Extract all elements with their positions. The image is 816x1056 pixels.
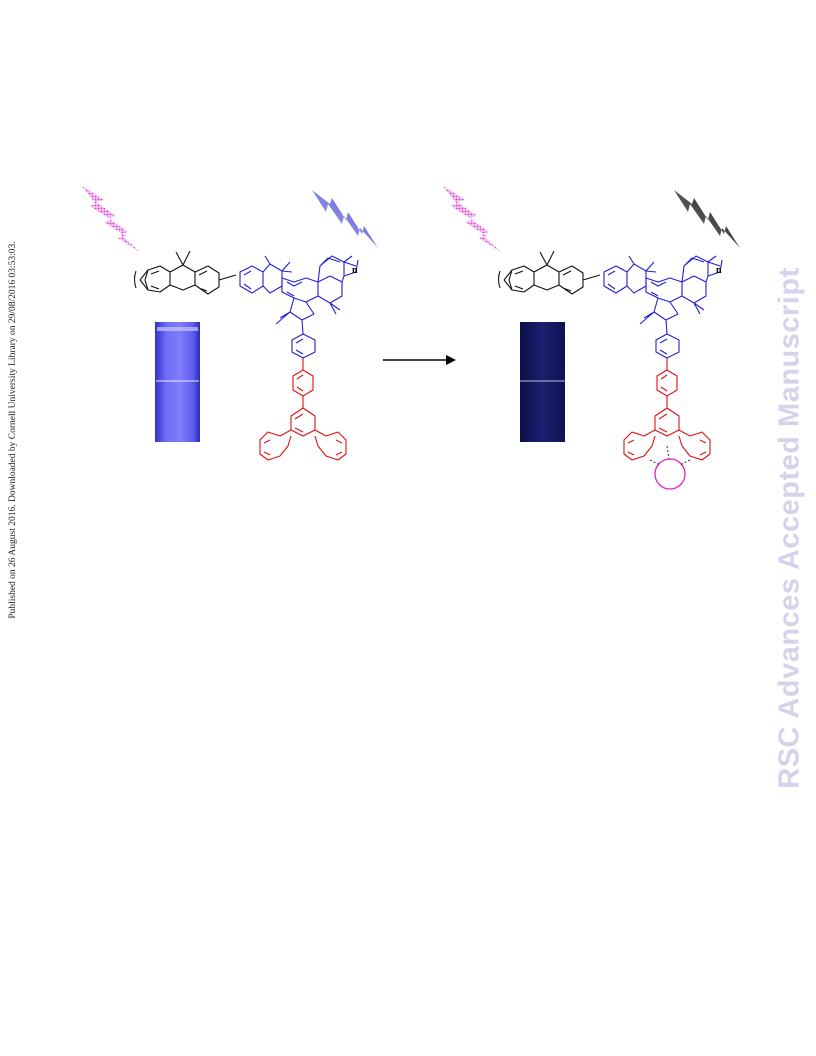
blue-emission-lightning (312, 190, 378, 248)
quenched-emission-lightning (674, 190, 740, 248)
uv-lightning-right (443, 186, 501, 252)
metal-ion (649, 445, 691, 490)
reaction-arrow (383, 355, 456, 365)
vial-fluorescent (155, 322, 200, 442)
vial-quenched (520, 322, 565, 442)
repeat-subscript-left: n (352, 265, 358, 276)
repeat-subscript-right: n (716, 265, 722, 276)
uv-lightning-left (82, 186, 140, 252)
